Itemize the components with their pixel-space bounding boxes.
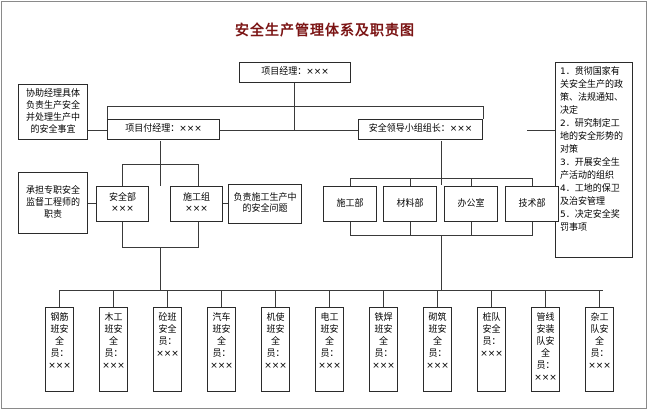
connector-team-5-drop [329, 290, 330, 308]
node-department-3[interactable]: 技术部 [505, 186, 559, 222]
connector-pm-down [294, 83, 295, 131]
node-safety-leader[interactable]: 安全领导小组组长：××× [358, 119, 483, 140]
connector-deputy-bus [122, 164, 198, 165]
node-supervisor-note[interactable]: 承担专职安全监督工程师的职责 [18, 172, 88, 234]
connector-team-10-drop [599, 290, 600, 308]
connector-dept4-drop [532, 178, 533, 186]
connector-safety-dept-drop [122, 164, 123, 186]
connector-dept1-drop [350, 178, 351, 186]
node-construction-group[interactable]: 施工组 ××× [170, 186, 223, 222]
node-assist-note[interactable]: 协助经理具体负责生产安全并处理生产中的安全事宜 [18, 84, 88, 140]
connector-team-2-drop [167, 290, 168, 308]
connector-team-0-drop [59, 290, 60, 308]
connector-deputy-down [160, 141, 161, 186]
connector-dept3-drop [471, 178, 472, 186]
connector-constr-group-drop [198, 164, 199, 186]
connector-team-7-drop [437, 290, 438, 308]
node-department-1[interactable]: 材料部 [383, 186, 437, 222]
connector-responsibility-list [527, 130, 555, 131]
connector-dept1-rise [350, 222, 351, 236]
node-team-6[interactable]: 铁焊班安全员：××× [369, 307, 398, 392]
node-construction-note[interactable]: 负责施工生产中的安全问题 [228, 184, 302, 224]
connector-team-8-drop [491, 290, 492, 308]
node-team-5[interactable]: 电工班安全员：××× [315, 307, 344, 392]
node-team-8[interactable]: 桩队安全员：××× [477, 307, 506, 392]
connector-leader-down [441, 141, 442, 185]
connector-team-4-drop [275, 290, 276, 308]
connector-row2-bus [107, 106, 483, 107]
node-team-3[interactable]: 汽车班安全员：××× [207, 307, 236, 392]
connector-row2-left-drop [107, 106, 108, 119]
node-safety-dept[interactable]: 安全部 ××× [96, 186, 149, 222]
connector-row2-right-drop [483, 106, 484, 119]
node-team-9[interactable]: 管线安装队安全员：××× [531, 307, 560, 392]
node-team-4[interactable]: 机使班安全员：××× [261, 307, 290, 392]
node-department-2[interactable]: 办公室 [444, 186, 498, 222]
connector-constr-group-down [198, 222, 199, 248]
node-project-manager[interactable]: 项目经理：××× [239, 62, 351, 83]
connector-assist-note [88, 130, 108, 131]
node-team-2[interactable]: 砼班安全员：××× [153, 307, 182, 392]
node-team-0[interactable]: 钢筋班安全员：××× [45, 307, 74, 392]
connector-dept-merge-down [441, 235, 442, 291]
connector-team-6-drop [383, 290, 384, 308]
connector-team-1-drop [113, 290, 114, 308]
connector-dept2-drop [410, 178, 411, 186]
connector-dept4-rise [532, 222, 533, 236]
connector-team-bus [59, 290, 603, 291]
connector-deputy-to-leader [220, 130, 358, 131]
node-deputy-project-manager[interactable]: 项目付经理：××× [107, 119, 220, 140]
node-department-0[interactable]: 施工部 [323, 186, 377, 222]
connector-dept-bus-top [350, 178, 532, 179]
connector-team-9-drop [545, 290, 546, 308]
node-team-10[interactable]: 杂工队安全员：××× [585, 307, 614, 392]
connector-dept2-rise [410, 222, 411, 236]
node-team-7[interactable]: 砌筑班安全员：××× [423, 307, 452, 392]
connector-dept3-rise [471, 222, 472, 236]
connector-safety-dept-down [122, 222, 123, 248]
page-title: 安全生产管理体系及职责图 [235, 23, 415, 39]
node-team-1[interactable]: 木工班安全员：××× [99, 307, 128, 392]
node-responsibility-list[interactable]: 1．贯彻国家有关安全生产的政策、法规通知、决定 2．研究制定工地的安全形势的对策… [555, 62, 633, 258]
connector-team-3-drop [221, 290, 222, 308]
connector-merge-down [160, 247, 161, 291]
